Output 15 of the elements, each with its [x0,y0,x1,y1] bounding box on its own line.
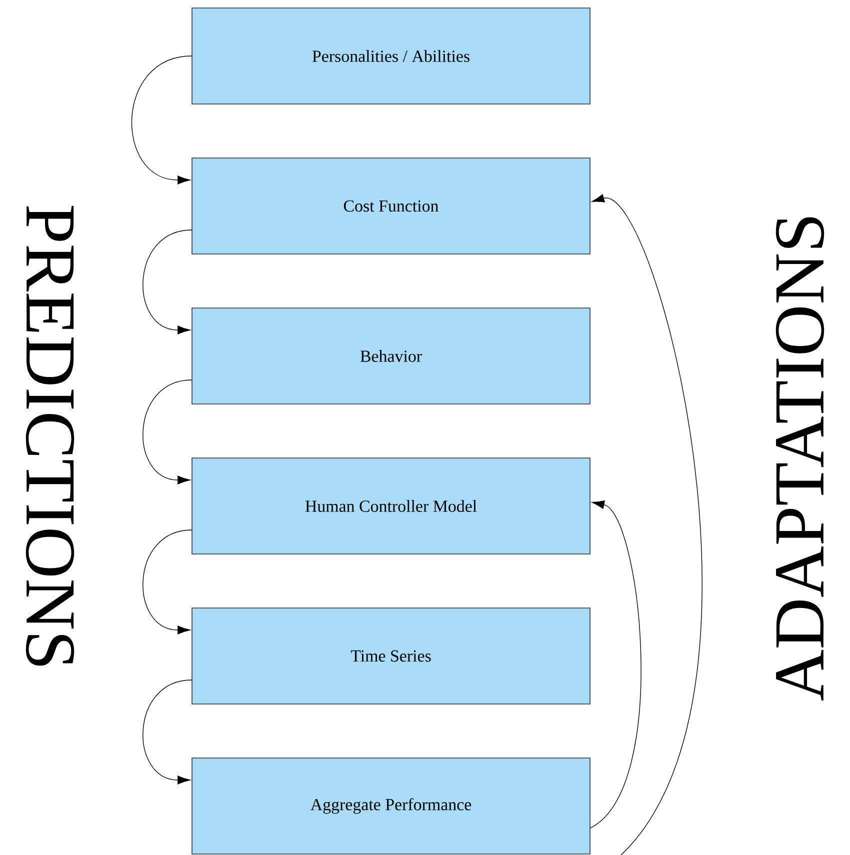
arrow [590,194,702,855]
process-box: Cost Function [192,158,590,254]
process-box: Behavior [192,308,590,404]
process-box: Human Controller Model [192,458,590,554]
arrow [142,380,192,484]
arrow [142,680,192,784]
side-label: ADAPTATIONS [776,217,824,701]
arrow [132,56,192,184]
side-label: PREDICTIONS [26,206,74,666]
process-box: Aggregate Performance [192,758,590,854]
process-box: Personalities / Abilities [192,8,590,104]
arrow [142,530,192,634]
process-box: Time Series [192,608,590,704]
arrow [590,500,642,828]
arrow [142,230,192,334]
